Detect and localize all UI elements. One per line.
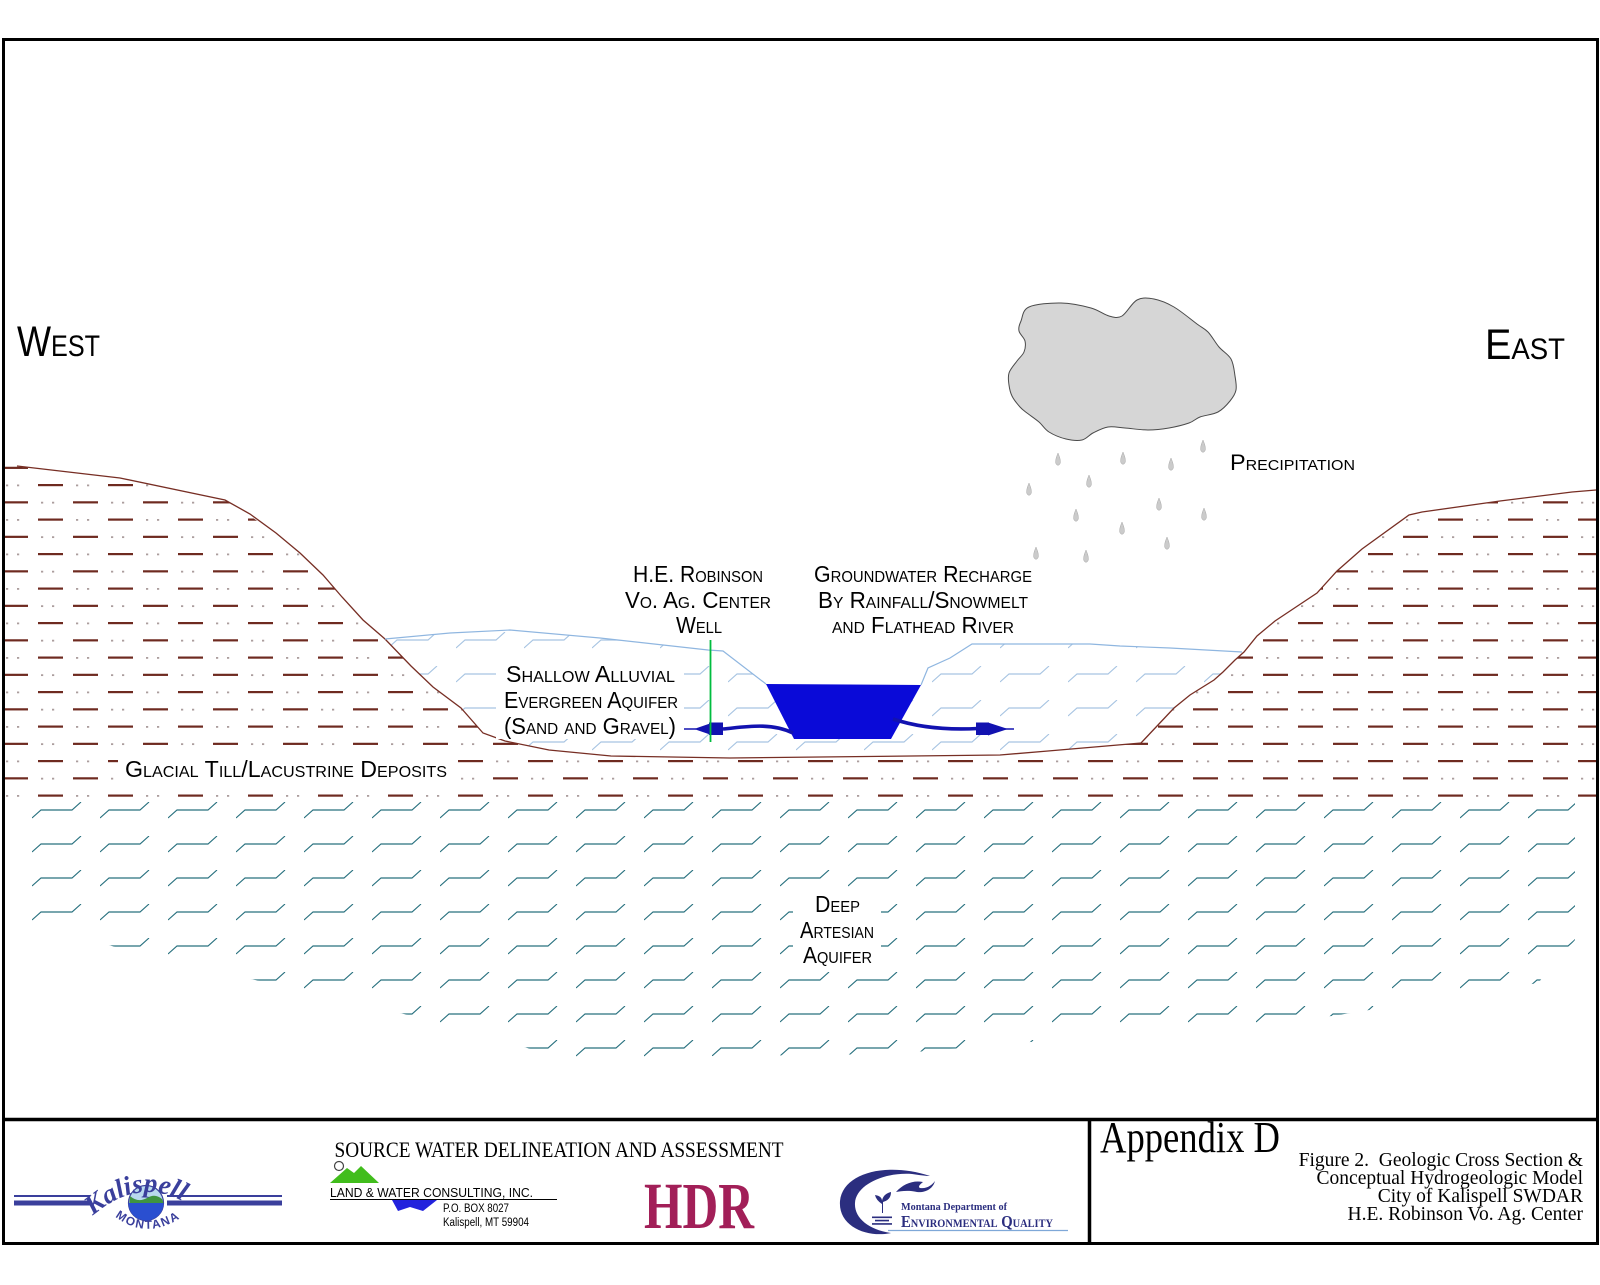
svg-text:Figure 2. Geologic Cross Sect: Figure 2. Geologic Cross Section & [1299, 1150, 1583, 1171]
svg-text:Artesian: Artesian [800, 917, 874, 943]
svg-text:Precipitation: Precipitation [1230, 450, 1355, 475]
svg-text:Deep: Deep [815, 891, 860, 917]
svg-text:City of Kalispell SWDAR: City of Kalispell SWDAR [1378, 1186, 1583, 1207]
svg-text:Conceptual Hydrogeologic Model: Conceptual Hydrogeologic Model [1317, 1168, 1584, 1189]
svg-text:H.E. Robinson Vo. Ag. Center: H.E. Robinson Vo. Ag. Center [1348, 1204, 1584, 1225]
svg-text:Appendix D: Appendix D [1100, 1113, 1280, 1162]
svg-text:and Flathead River: and Flathead River [832, 612, 1014, 638]
svg-text:Montana Department of: Montana Department of [901, 1202, 1007, 1213]
svg-text:Environmental Quality: Environmental Quality [901, 1212, 1053, 1231]
svg-text:Glacial Till/Lacustrine Deposi: Glacial Till/Lacustrine Deposits [125, 756, 447, 782]
svg-text:Well: Well [676, 612, 722, 638]
svg-text:East: East [1485, 321, 1565, 369]
svg-text:Groundwater Recharge: Groundwater Recharge [814, 561, 1032, 587]
svg-text:(Sand and Gravel): (Sand and Gravel) [504, 713, 676, 739]
svg-text:Vo. Ag. Center: Vo. Ag. Center [625, 587, 771, 613]
svg-text:Aquifer: Aquifer [803, 942, 872, 968]
svg-text:Shallow Alluvial: Shallow Alluvial [506, 661, 675, 687]
svg-text:West: West [17, 318, 100, 366]
svg-text:Evergreen Aquifer: Evergreen Aquifer [504, 687, 678, 713]
svg-text:By Rainfall/Snowmelt: By Rainfall/Snowmelt [818, 587, 1028, 613]
svg-text:SOURCE WATER DELINEATION AND A: SOURCE WATER DELINEATION AND ASSESSMENT [335, 1137, 784, 1162]
svg-text:P.O. BOX 8027: P.O. BOX 8027 [443, 1203, 509, 1215]
svg-text:HDR: HDR [644, 1170, 755, 1243]
svg-text:Kalispell, MT 59904: Kalispell, MT 59904 [443, 1217, 530, 1229]
svg-text:H.E. Robinson: H.E. Robinson [633, 561, 763, 587]
svg-text:LAND & WATER CONSULTING, INC.: LAND & WATER CONSULTING, INC. [330, 1185, 533, 1200]
